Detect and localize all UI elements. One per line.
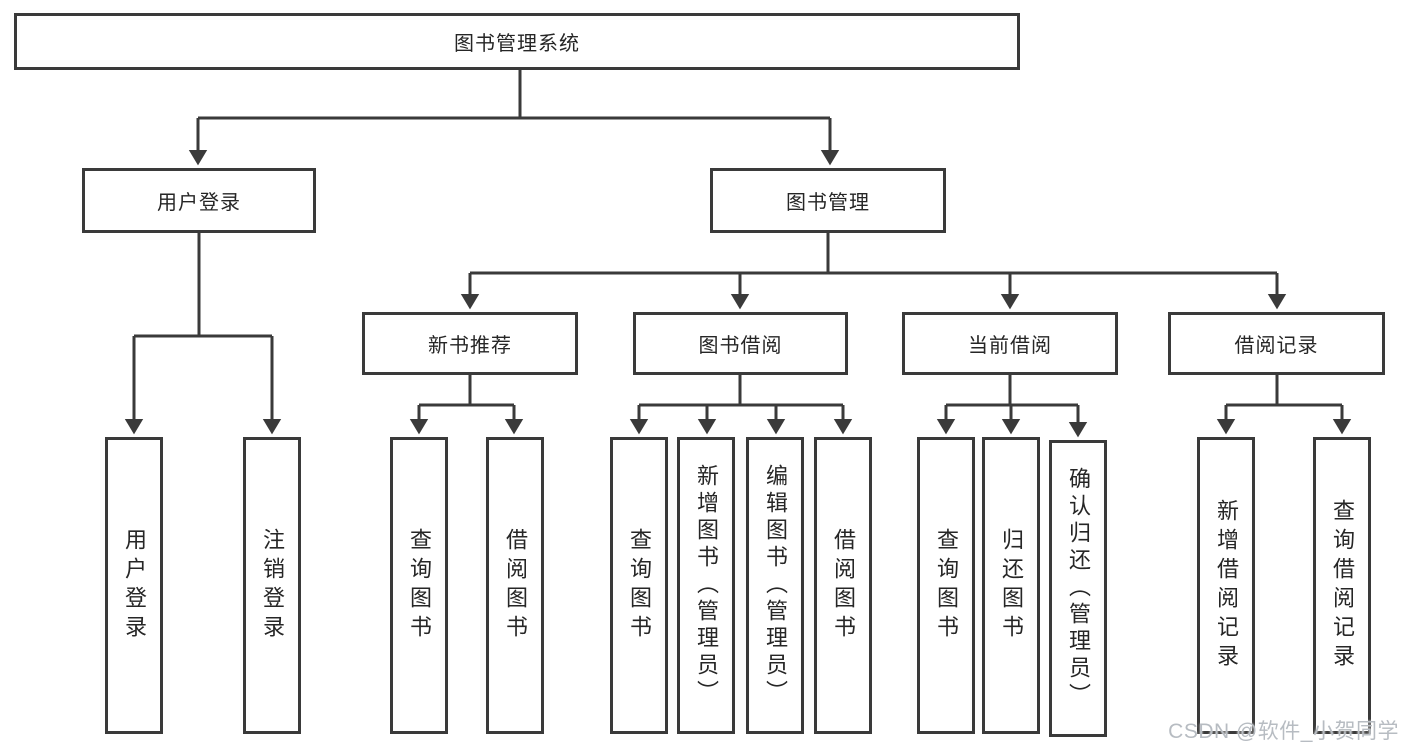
node-leaf-query-borrow-record: 查询借阅记录 (1313, 437, 1371, 734)
node-leaf-query-book-2: 查询图书 (610, 437, 668, 734)
node-label: 借阅记录 (1234, 335, 1319, 357)
node-label: 查询图书 (934, 527, 959, 644)
node-label: 查询图书 (407, 527, 432, 644)
node-label: 编辑图书（管理员） (763, 464, 788, 707)
node-label: 借阅图书 (831, 527, 856, 644)
node-label: 用户登录 (122, 527, 147, 644)
node-leaf-borrow-book-2: 借阅图书 (814, 437, 872, 734)
node-leaf-logout: 注销登录 (243, 437, 301, 734)
node-book-management: 图书管理 (710, 168, 946, 233)
node-label: 新增图书（管理员） (694, 464, 719, 707)
node-library-management-system: 图书管理系统 (14, 13, 1020, 70)
node-leaf-query-book-1: 查询图书 (390, 437, 448, 734)
node-leaf-return-book: 归还图书 (982, 437, 1040, 734)
node-leaf-borrow-book-1: 借阅图书 (486, 437, 544, 734)
node-leaf-query-book-3: 查询图书 (917, 437, 975, 734)
node-label: 借阅图书 (503, 527, 528, 644)
node-leaf-edit-book-admin: 编辑图书（管理员） (746, 437, 804, 734)
node-label: 查询图书 (627, 527, 652, 644)
node-label: 新增借阅记录 (1214, 498, 1239, 673)
node-label: 新书推荐 (428, 335, 512, 357)
node-leaf-add-borrow-record: 新增借阅记录 (1197, 437, 1255, 734)
node-borrow-records: 借阅记录 (1168, 312, 1385, 375)
node-label: 当前借阅 (968, 335, 1052, 357)
node-user-login: 用户登录 (82, 168, 316, 233)
node-label: 确认归还（管理员） (1066, 467, 1091, 710)
node-label: 图书借阅 (698, 335, 783, 357)
node-leaf-user-login: 用户登录 (105, 437, 163, 734)
node-leaf-confirm-return-admin: 确认归还（管理员） (1049, 440, 1107, 737)
node-label: 归还图书 (999, 527, 1024, 644)
node-label: 注销登录 (260, 527, 285, 644)
node-leaf-add-book-admin: 新增图书（管理员） (677, 437, 735, 734)
node-label: 查询借阅记录 (1330, 498, 1355, 673)
csdn-watermark: CSDN @软件_小贺同学 (1168, 720, 1399, 743)
node-current-borrow: 当前借阅 (902, 312, 1118, 375)
node-label: 用户登录 (157, 192, 241, 214)
node-book-borrow: 图书借阅 (633, 312, 848, 375)
node-label: 图书管理 (786, 192, 870, 214)
node-label: 图书管理系统 (454, 33, 580, 55)
node-new-book-recommend: 新书推荐 (362, 312, 578, 375)
